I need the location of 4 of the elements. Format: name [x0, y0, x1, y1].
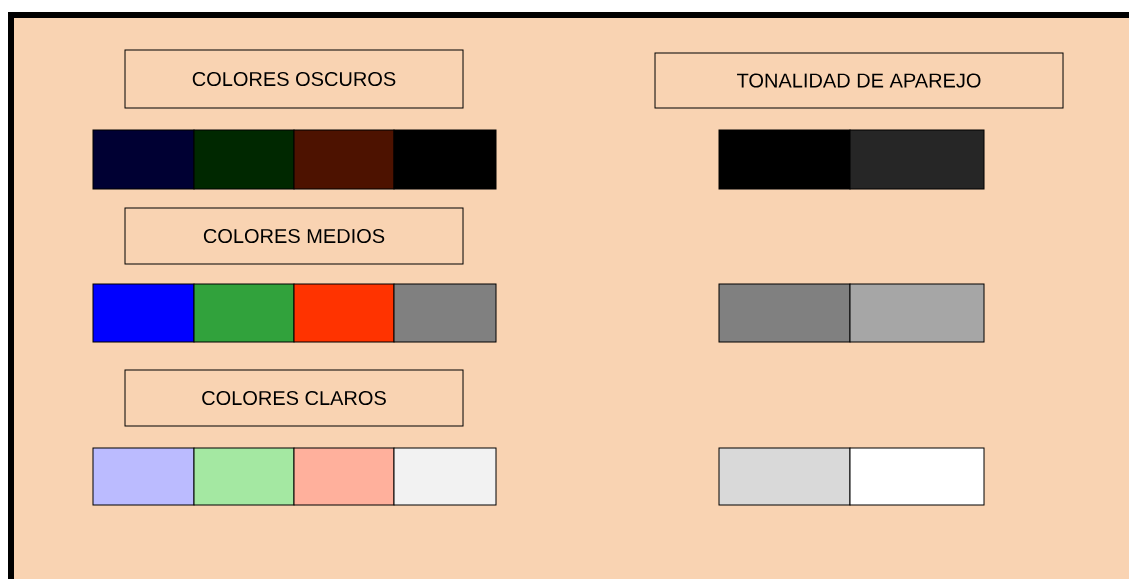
heading-box: COLORES CLAROS — [124, 369, 464, 427]
heading-box: TONALIDAD DE APAREJO — [654, 52, 1064, 109]
heading-box: COLORES OSCUROS — [124, 49, 464, 109]
heading-box: COLORES MEDIOS — [124, 207, 464, 265]
